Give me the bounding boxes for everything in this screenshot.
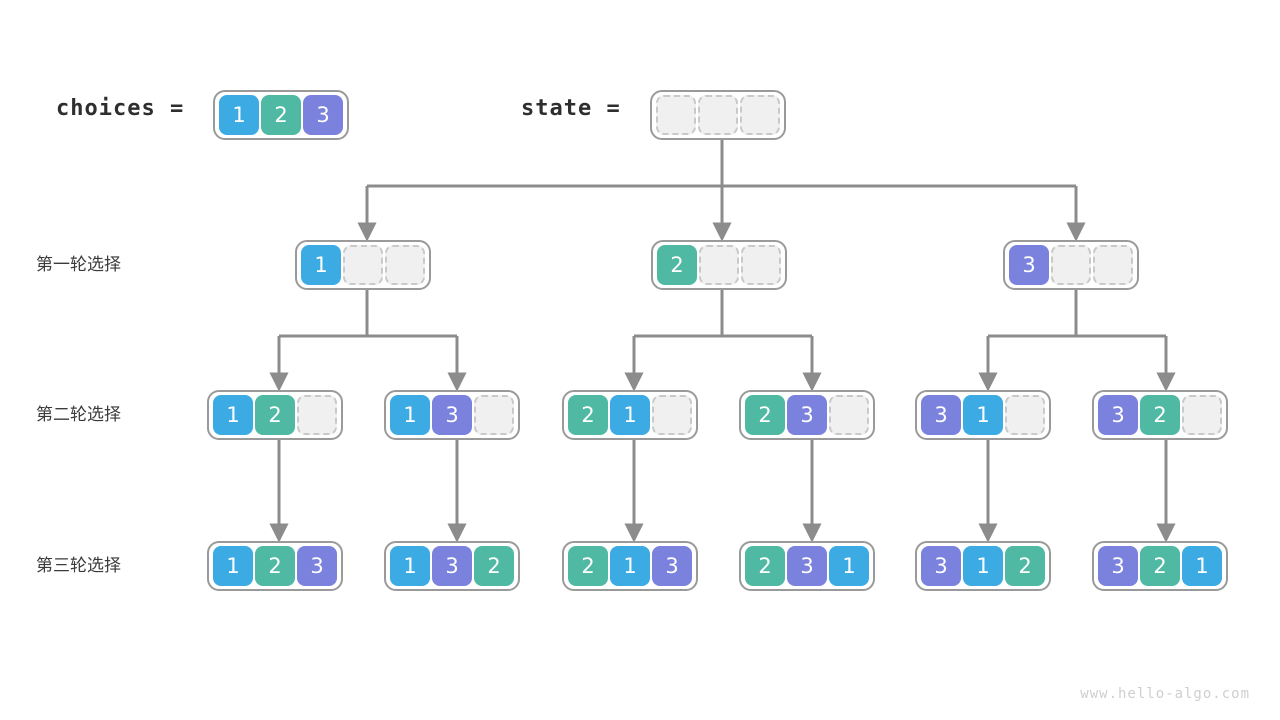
state-array xyxy=(650,90,786,140)
round2-node-31-cell-2 xyxy=(1005,395,1045,435)
round3-node-213-cell-0: 2 xyxy=(568,546,608,586)
round3-node-321-cell-2: 1 xyxy=(1182,546,1222,586)
round3-node-231-cell-0: 2 xyxy=(745,546,785,586)
round2-node-31-cell-1: 1 xyxy=(963,395,1003,435)
state-array-cell-0 xyxy=(656,95,696,135)
choices-array-cell-2: 3 xyxy=(303,95,343,135)
round3-node-123-cell-0: 1 xyxy=(213,546,253,586)
round2-node-32-cell-2 xyxy=(1182,395,1222,435)
round1-node-3-cell-2 xyxy=(1093,245,1133,285)
state-array-cell-2 xyxy=(740,95,780,135)
round3-node-123-cell-1: 2 xyxy=(255,546,295,586)
choices-array-cell-1: 2 xyxy=(261,95,301,135)
round3-node-132-cell-2: 2 xyxy=(474,546,514,586)
choices-label: choices = xyxy=(56,96,185,121)
choices-array-cell-0: 1 xyxy=(219,95,259,135)
round1-node-2-cell-1 xyxy=(699,245,739,285)
round2-node-21-cell-0: 2 xyxy=(568,395,608,435)
round2-node-32-cell-0: 3 xyxy=(1098,395,1138,435)
round2-node-21-cell-1: 1 xyxy=(610,395,650,435)
round1-node-2-cell-2 xyxy=(741,245,781,285)
round2-node-31-cell-0: 3 xyxy=(921,395,961,435)
round1-node-2: 2 xyxy=(651,240,787,290)
round2-node-12-cell-1: 2 xyxy=(255,395,295,435)
round3-node-123-cell-2: 3 xyxy=(297,546,337,586)
round3-node-132-cell-1: 3 xyxy=(432,546,472,586)
round3-node-312-cell-2: 2 xyxy=(1005,546,1045,586)
watermark: www.hello-algo.com xyxy=(1080,686,1250,702)
round2-node-13-cell-2 xyxy=(474,395,514,435)
round3-node-321-cell-0: 3 xyxy=(1098,546,1138,586)
round1-node-1-cell-1 xyxy=(343,245,383,285)
round3-node-213-cell-1: 1 xyxy=(610,546,650,586)
round2-node-23-cell-2 xyxy=(829,395,869,435)
round1-node-1-cell-0: 1 xyxy=(301,245,341,285)
round2-node-23-cell-0: 2 xyxy=(745,395,785,435)
round3-node-312-cell-0: 3 xyxy=(921,546,961,586)
round3-node-321-cell-1: 2 xyxy=(1140,546,1180,586)
round1-node-3: 3 xyxy=(1003,240,1139,290)
row-label-round3: 第三轮选择 xyxy=(36,556,121,576)
round1-node-2-cell-0: 2 xyxy=(657,245,697,285)
round3-node-213-cell-2: 3 xyxy=(652,546,692,586)
round2-node-13-cell-1: 3 xyxy=(432,395,472,435)
round3-node-231-cell-1: 3 xyxy=(787,546,827,586)
round1-node-3-cell-1 xyxy=(1051,245,1091,285)
round3-node-312-cell-1: 1 xyxy=(963,546,1003,586)
round1-node-1: 1 xyxy=(295,240,431,290)
round1-node-1-cell-2 xyxy=(385,245,425,285)
round2-node-21-cell-2 xyxy=(652,395,692,435)
round2-node-32-cell-1: 2 xyxy=(1140,395,1180,435)
round3-node-132-cell-0: 1 xyxy=(390,546,430,586)
row-label-round1: 第一轮选择 xyxy=(36,255,121,275)
round2-node-12-cell-2 xyxy=(297,395,337,435)
round2-node-12-cell-0: 1 xyxy=(213,395,253,435)
state-label: state = xyxy=(521,96,621,121)
round1-node-3-cell-0: 3 xyxy=(1009,245,1049,285)
row-label-round2: 第二轮选择 xyxy=(36,405,121,425)
round2-node-23-cell-1: 3 xyxy=(787,395,827,435)
round2-node-13-cell-0: 1 xyxy=(390,395,430,435)
state-array-cell-1 xyxy=(698,95,738,135)
round3-node-231-cell-2: 1 xyxy=(829,546,869,586)
